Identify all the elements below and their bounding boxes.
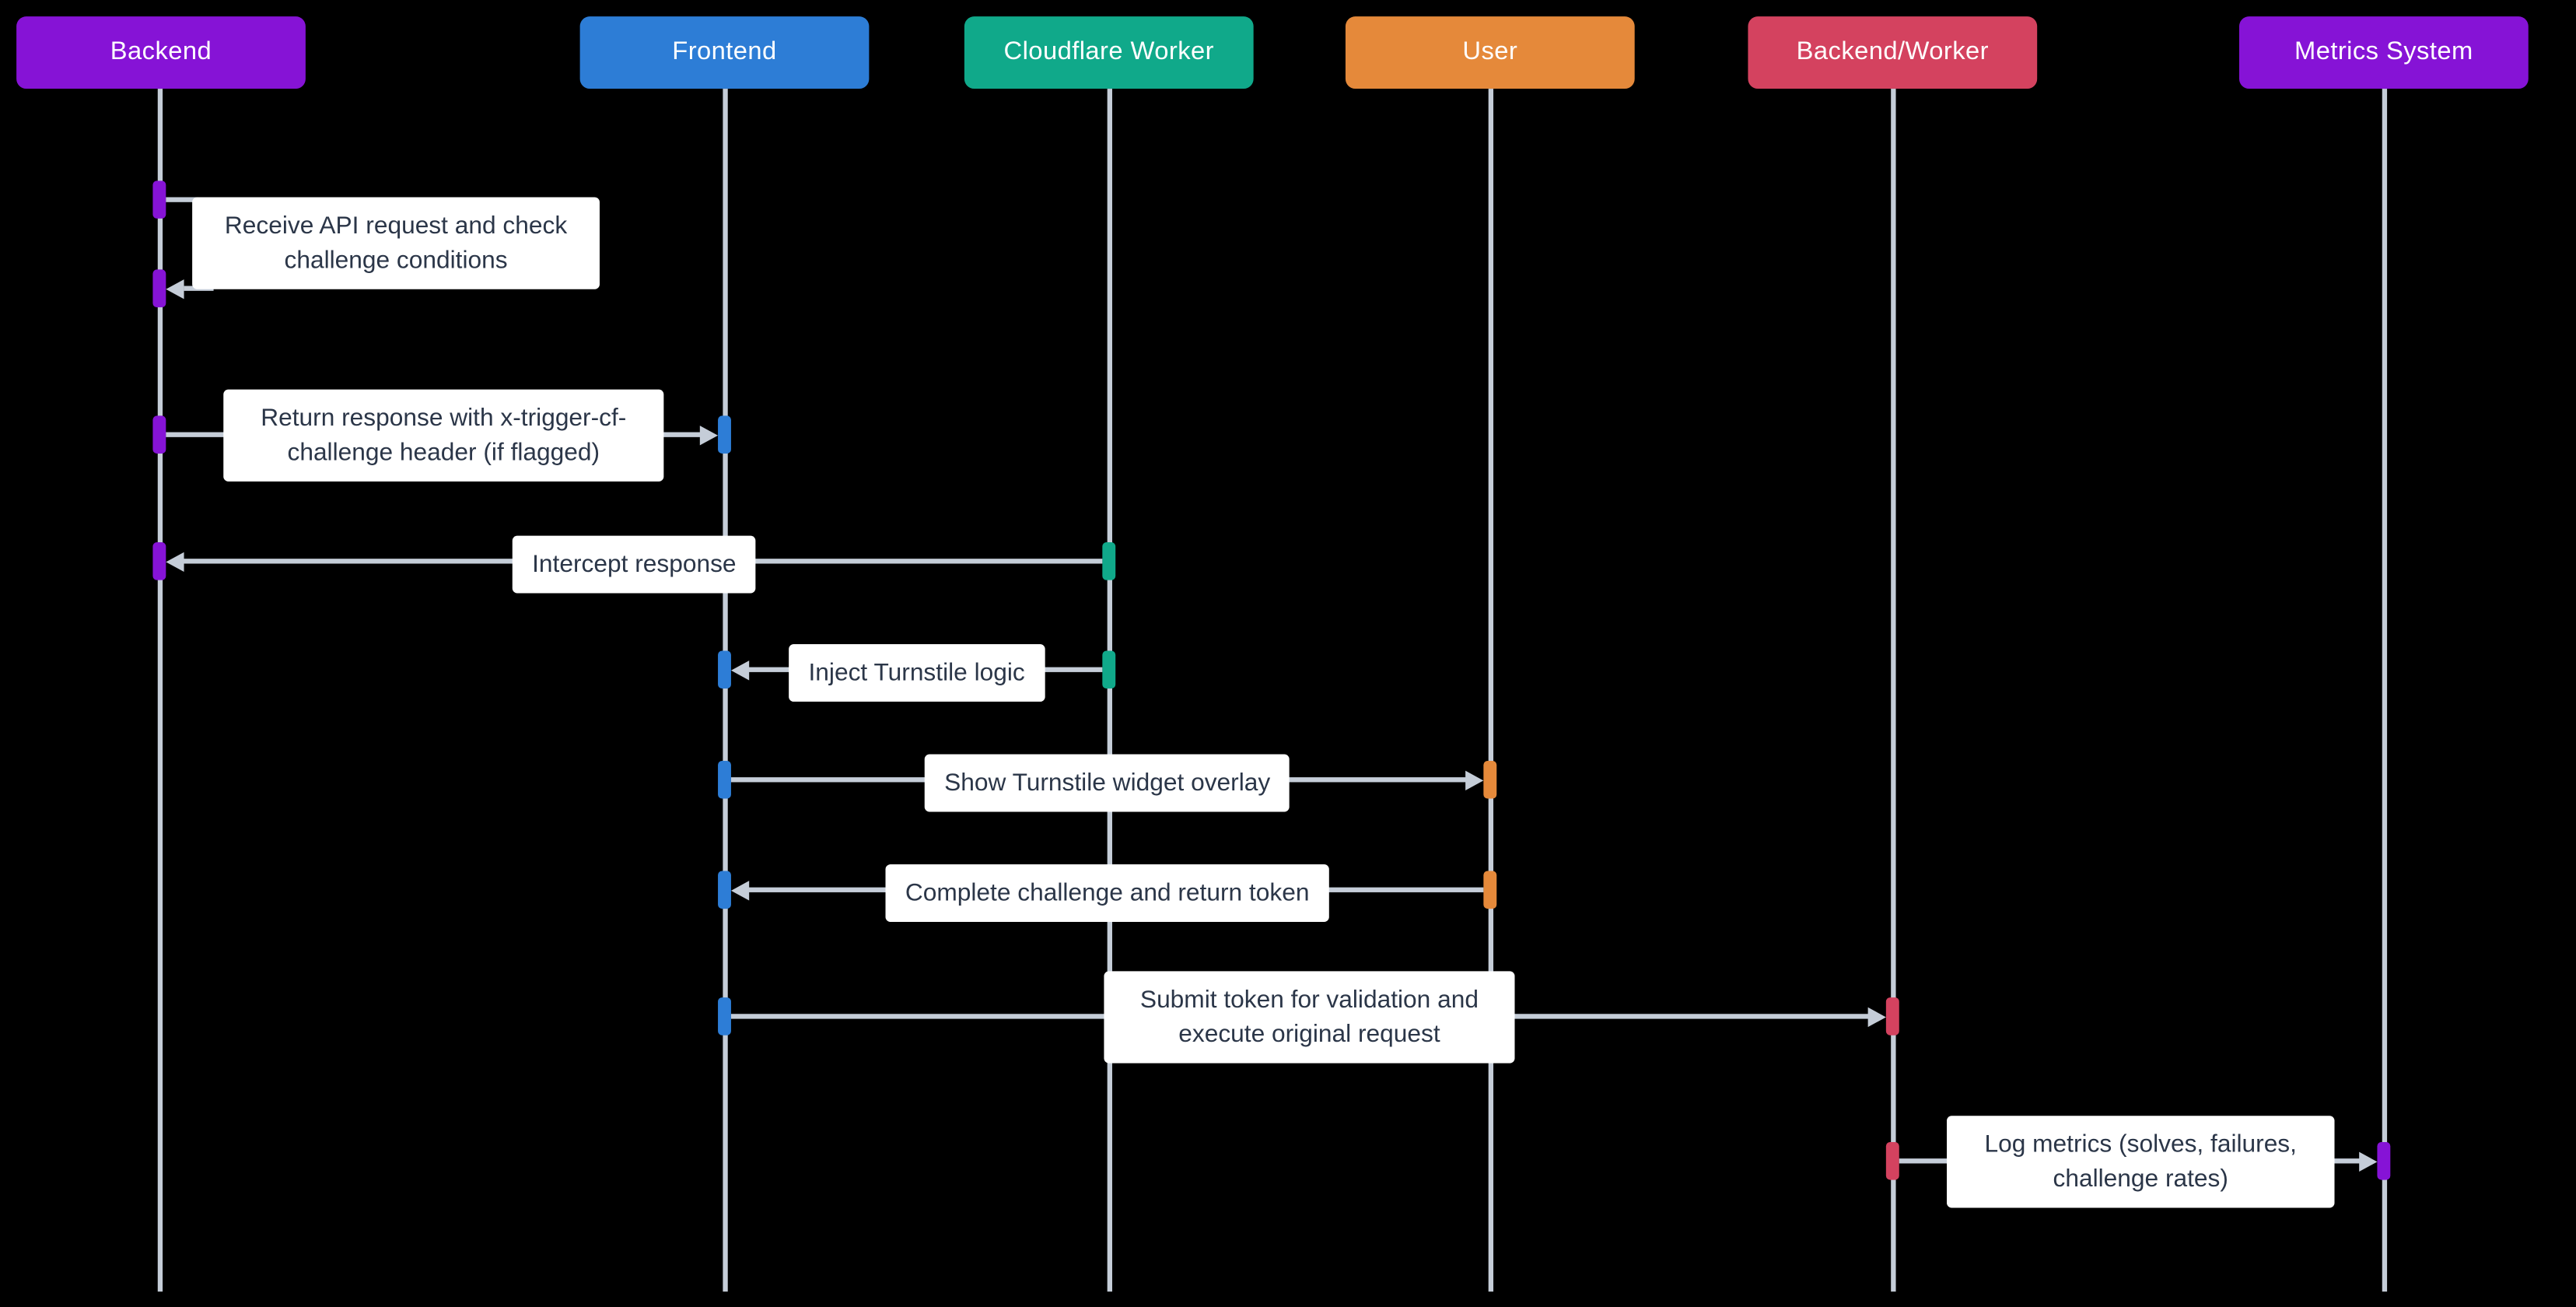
lifeline-metrics-system bbox=[2382, 89, 2388, 1292]
arrowhead-left-icon bbox=[730, 881, 750, 901]
message-label: Return response with x-trigger-cf-challe… bbox=[223, 389, 664, 482]
message-label: Log metrics (solves, failures, challenge… bbox=[1947, 1116, 2335, 1208]
actor-label: Backend/Worker bbox=[1796, 37, 1989, 66]
actor-box-cloudflare-worker: Cloudflare Worker bbox=[964, 16, 1254, 89]
actor-label: Backend bbox=[110, 37, 212, 66]
message-label: Complete challenge and return token bbox=[885, 864, 1329, 922]
actor-box-metrics-system: Metrics System bbox=[2238, 16, 2529, 89]
activation-bar bbox=[152, 415, 166, 454]
activation-bar bbox=[1102, 650, 1116, 689]
arrowhead-left-icon bbox=[166, 279, 184, 300]
arrowhead-right-icon bbox=[1465, 770, 1484, 790]
actor-label: User bbox=[1462, 37, 1518, 66]
activation-bar bbox=[718, 997, 731, 1035]
arrowhead-right-icon bbox=[699, 426, 719, 446]
lifeline-cloudflare-worker bbox=[1107, 89, 1112, 1292]
activation-bar bbox=[1483, 871, 1497, 909]
arrowhead-left-icon bbox=[166, 552, 184, 573]
message-label: Receive API request and check challenge … bbox=[192, 197, 600, 289]
message-label: Inject Turnstile logic bbox=[789, 644, 1045, 702]
activation-bar bbox=[152, 542, 166, 580]
actor-box-frontend: Frontend bbox=[579, 16, 870, 89]
activation-bar bbox=[1102, 542, 1116, 580]
activation-bar bbox=[718, 871, 731, 909]
lifeline-frontend bbox=[723, 89, 728, 1292]
activation-bar bbox=[152, 269, 166, 307]
activation-bar bbox=[718, 415, 731, 454]
actor-box-backend-worker: Backend/Worker bbox=[1748, 16, 2038, 89]
activation-bar bbox=[718, 650, 731, 689]
activation-bar bbox=[1885, 997, 1899, 1035]
lifeline-backend bbox=[157, 89, 163, 1292]
message-label: Submit token for validation and execute … bbox=[1104, 971, 1515, 1063]
activation-bar bbox=[1483, 760, 1497, 799]
actor-label: Metrics System bbox=[2294, 37, 2473, 66]
lifeline-user bbox=[1488, 89, 1494, 1292]
activation-bar bbox=[152, 180, 166, 219]
message-arrow-line bbox=[166, 197, 199, 202]
message-label: Intercept response bbox=[512, 535, 756, 594]
activation-bar bbox=[2377, 1142, 2391, 1180]
arrowhead-right-icon bbox=[1867, 1007, 1886, 1028]
activation-bar bbox=[1885, 1142, 1899, 1180]
message-label: Show Turnstile widget overlay bbox=[924, 754, 1290, 812]
actor-box-backend: Backend bbox=[16, 16, 306, 89]
arrowhead-right-icon bbox=[2359, 1151, 2378, 1172]
arrowhead-left-icon bbox=[730, 661, 750, 681]
actor-box-user: User bbox=[1345, 16, 1635, 89]
lifeline-backend-worker bbox=[1891, 89, 1896, 1292]
actor-label: Cloudflare Worker bbox=[1003, 37, 1214, 66]
actor-label: Frontend bbox=[672, 37, 777, 66]
activation-bar bbox=[718, 760, 731, 799]
